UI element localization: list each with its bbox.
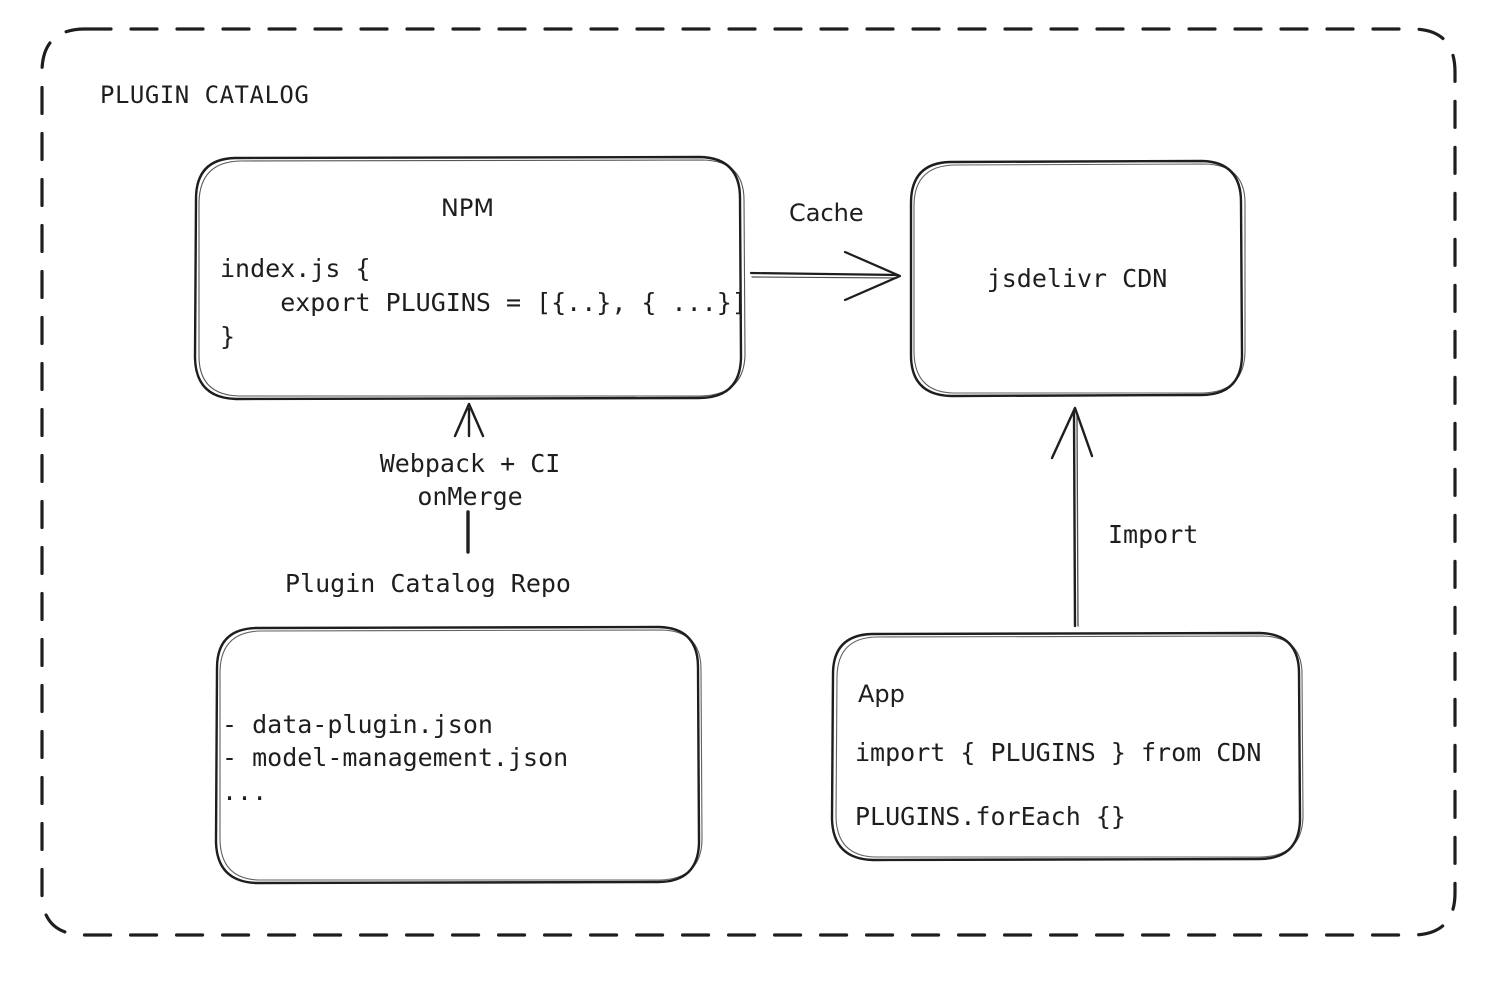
edge-label-import: Import (1108, 520, 1199, 549)
npm-node-title: NPM (440, 194, 495, 222)
app-node-code-import: import { PLUGINS } from CDN (855, 738, 1262, 767)
app-node-code-foreach: PLUGINS.forEach {} (855, 802, 1126, 831)
app-node-title: App (858, 680, 905, 708)
edge-app-to-cdn (1050, 406, 1094, 628)
edge-label-webpack-ci-onmerge: Webpack + CI onMerge (379, 449, 561, 511)
cdn-node-title: jsdelivr CDN (986, 264, 1168, 293)
group-title: PLUGIN CATALOG (100, 81, 310, 109)
edge-npm-to-cdn (749, 250, 902, 302)
repo-node-file-list: - data-plugin.json - model-management.js… (222, 710, 569, 806)
edge-label-cache: Cache (789, 199, 864, 227)
repo-node-caption: Plugin Catalog Repo (285, 569, 571, 598)
npm-node-code: index.js { export PLUGINS = [{..}, { ...… (220, 254, 747, 351)
